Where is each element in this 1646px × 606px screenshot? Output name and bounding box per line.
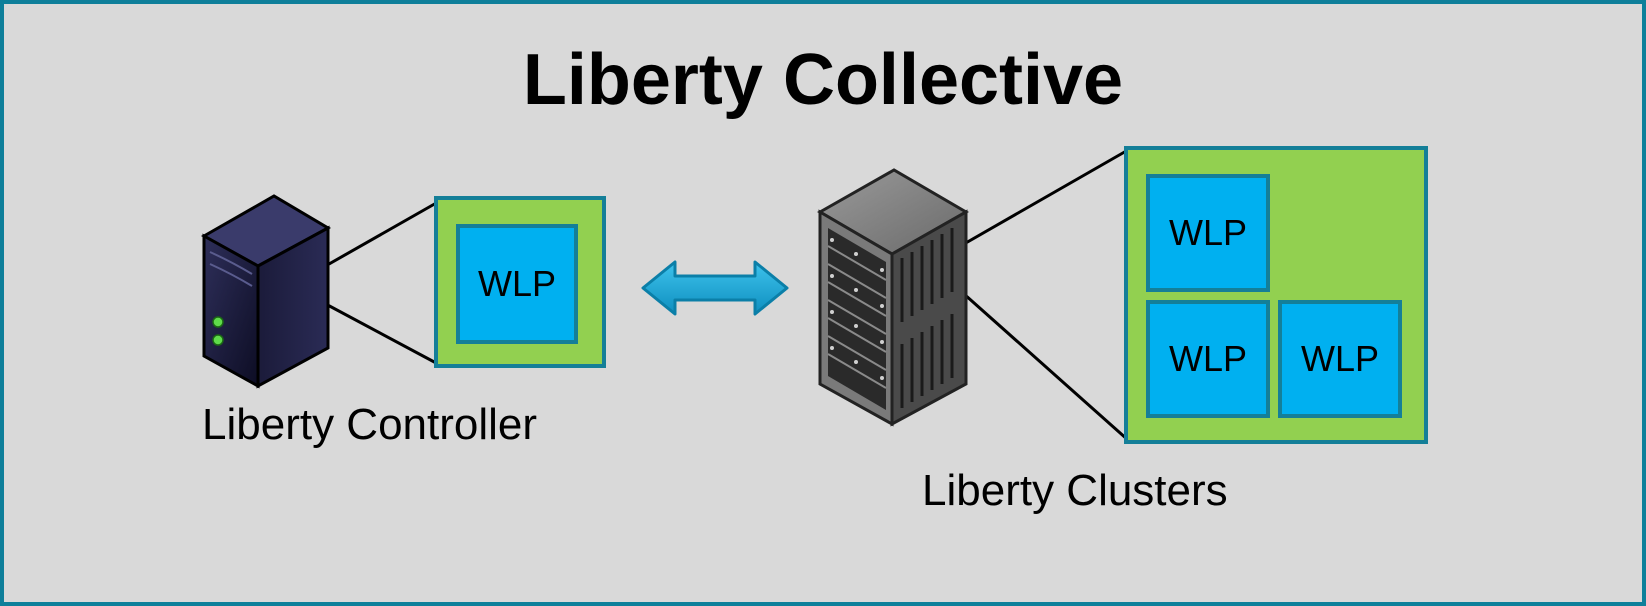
wlp-label: WLP [1168,212,1247,253]
clusters-label: Liberty Clusters [922,466,1228,515]
cluster-connector-line-top [963,148,1129,246]
wlp-label: WLP [1300,338,1379,379]
wlp-label: WLP [477,263,556,304]
cluster-connector-line-bottom [963,292,1129,442]
page-title: Liberty Collective [522,40,1124,120]
cluster-wlp-box: WLP [1146,300,1270,418]
cluster-wlp-box: WLP [1146,174,1270,292]
controller-connector-line-top [321,200,439,270]
cluster-wlp-box: WLP [1278,300,1402,418]
double-arrow-icon [641,260,789,316]
clusters-container: WLP WLP WLP [1124,146,1428,444]
diagram-graphics [200,148,1129,442]
controller-container: WLP [434,196,606,368]
tower-server-icon [200,194,332,389]
controller-wlp-box: WLP [456,224,578,344]
controller-connector-line-bottom [321,300,439,366]
rack-server-icon [816,168,970,427]
wlp-label: WLP [1168,338,1247,379]
controller-label: Liberty Controller [202,400,538,449]
